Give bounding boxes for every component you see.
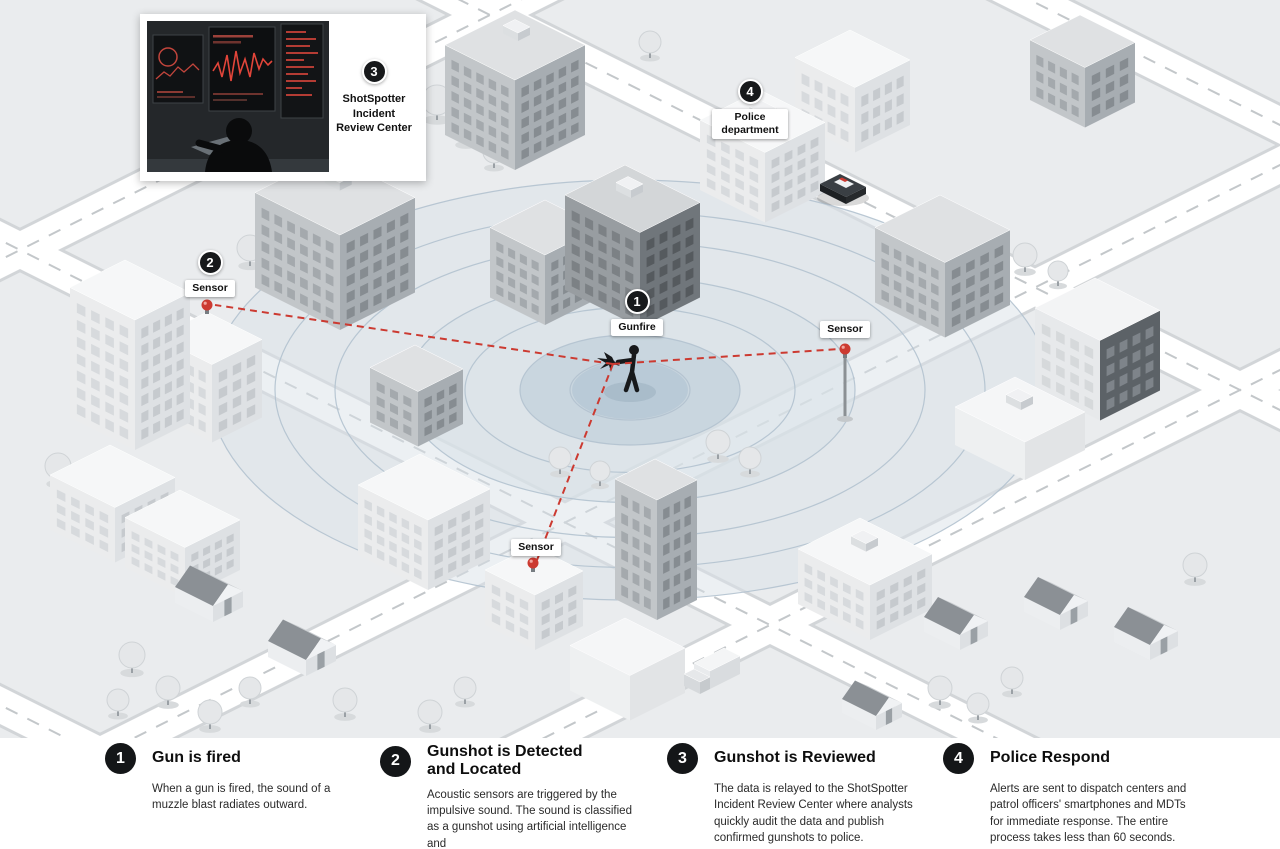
sensors: [201, 299, 853, 572]
police-badge: 4: [737, 79, 763, 104]
step-3-title: Gunshot is Reviewed: [714, 749, 876, 767]
sensor-right-callout: Sensor: [800, 321, 890, 339]
legend-step-2: 2 Gunshot is Detected and Located Acoust…: [380, 743, 642, 849]
incident-review-inset: 3 ShotSpotter Incident Review Center: [140, 14, 426, 181]
step-3-badge: 3: [667, 743, 698, 774]
sensor-right-label: Sensor: [820, 321, 870, 339]
gunfire-badge: 1: [624, 289, 650, 314]
city-illustration: [0, 0, 1280, 760]
step-1-title: Gun is fired: [152, 749, 241, 767]
step-4-badge: 4: [943, 743, 974, 774]
sensor-left-callout: 2 Sensor: [165, 250, 255, 298]
step-4-desc: Alerts are sent to dispatch centers and …: [990, 783, 1187, 844]
shooter-figure: [597, 345, 656, 402]
step-3-desc: The data is relayed to the ShotSpotter I…: [714, 783, 913, 844]
sensor-bottom-label: Sensor: [511, 539, 561, 557]
sensor-bottom-callout: Sensor: [491, 539, 581, 557]
step-1-badge: 1: [105, 743, 136, 774]
step-2-badge: 2: [380, 745, 411, 777]
inset-label: ShotSpotter Incident Review Center: [336, 92, 412, 135]
trees-front: [106, 552, 1208, 733]
review-center-photo: [147, 21, 329, 172]
gunfire-label: Gunfire: [611, 319, 663, 337]
police-label: Police department: [712, 109, 788, 140]
sensor-left-label: Sensor: [185, 280, 235, 298]
step-4-title: Police Respond: [990, 749, 1111, 767]
police-callout: 4 Police department: [705, 79, 795, 140]
alert-lines: [214, 304, 841, 561]
inset-caption: 3 ShotSpotter Incident Review Center: [329, 21, 419, 174]
sensor-left-badge: 2: [197, 250, 223, 275]
step-2-title: Gunshot is Detected and Located: [427, 743, 583, 779]
legend-step-4: 4 Police Respond Alerts are sent to disp…: [943, 743, 1201, 846]
step-3-map-badge: 3: [361, 58, 387, 84]
legend: 1 Gun is fired When a gun is fired, the …: [0, 738, 1280, 849]
step-2-desc: Acoustic sensors are triggered by the im…: [427, 788, 632, 849]
legend-step-3: 3 Gunshot is Reviewed The data is relaye…: [667, 743, 915, 846]
legend-step-1: 1 Gun is fired When a gun is fired, the …: [105, 743, 341, 814]
gunfire-callout: 1 Gunfire: [592, 289, 682, 337]
buildings: [49, 9, 1178, 730]
vehicles: [683, 174, 869, 694]
step-1-desc: When a gun is fired, the sound of a muzz…: [152, 783, 331, 812]
